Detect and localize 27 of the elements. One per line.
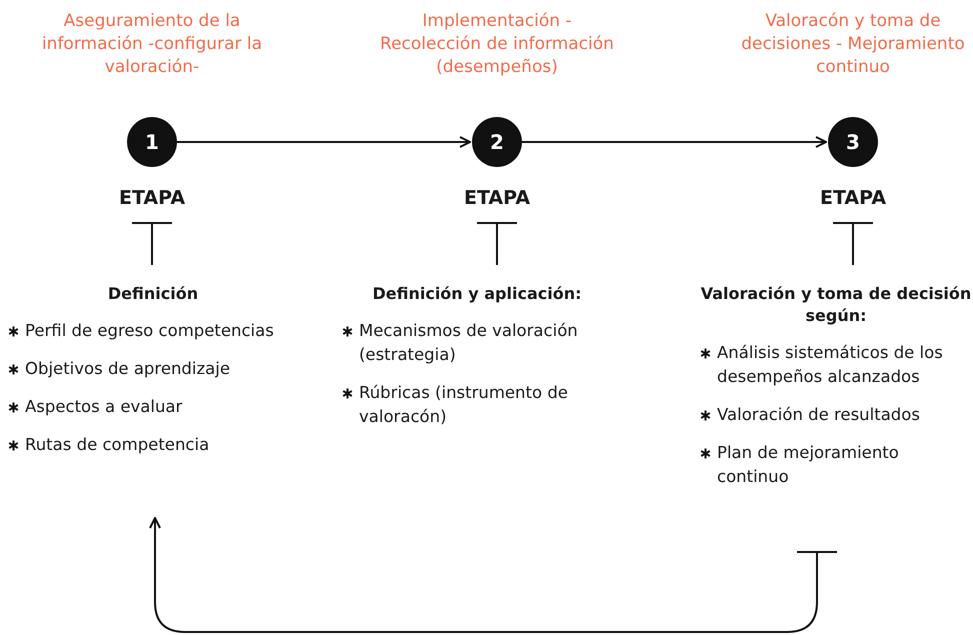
stage-heading: Implementación - Recolección de información (desempeños): [379, 10, 615, 79]
connector-line: [131, 222, 173, 265]
stage-label: ETAPA: [462, 187, 532, 209]
list-heading: Definición y aplicación:: [371, 283, 583, 305]
step-number-circle: 3: [828, 117, 878, 167]
arrow: [149, 517, 838, 633]
list-item: Valoración de resultados: [717, 404, 920, 426]
arrow: [522, 136, 827, 148]
connector-line: [476, 222, 518, 265]
list-item: Plan de mejoramiento continuo: [717, 442, 900, 488]
step-number-circle: 1: [127, 117, 177, 167]
arrow: [177, 136, 471, 148]
list-item: Perfil de egreso competencias: [25, 320, 274, 342]
stage-label: ETAPA: [118, 187, 186, 209]
list-heading: Valoración y toma de decisión según:: [700, 283, 972, 327]
connector-line: [832, 222, 874, 265]
list-item: Mecanismos de valoración (estrategia): [359, 320, 579, 366]
step-number-circle: 2: [472, 117, 522, 167]
stage-heading: Aseguramiento de la información -configurar la valoración-: [40, 10, 264, 79]
list-item: Aspectos a evaluar: [25, 396, 182, 418]
list-item: Rutas de competencia: [25, 434, 210, 456]
list-item: Objetivos de aprendizaje: [25, 358, 230, 380]
stage-heading: Valoracón y toma de decisiones - Mejoramiento continuo: [740, 10, 966, 79]
list-item: Rúbricas (instrumento de valoracón): [359, 382, 569, 428]
list-item: Análisis sistemáticos de los desempeños alcanzados: [717, 342, 944, 388]
stage-label: ETAPA: [818, 187, 888, 209]
list-heading: Definición: [106, 283, 200, 305]
